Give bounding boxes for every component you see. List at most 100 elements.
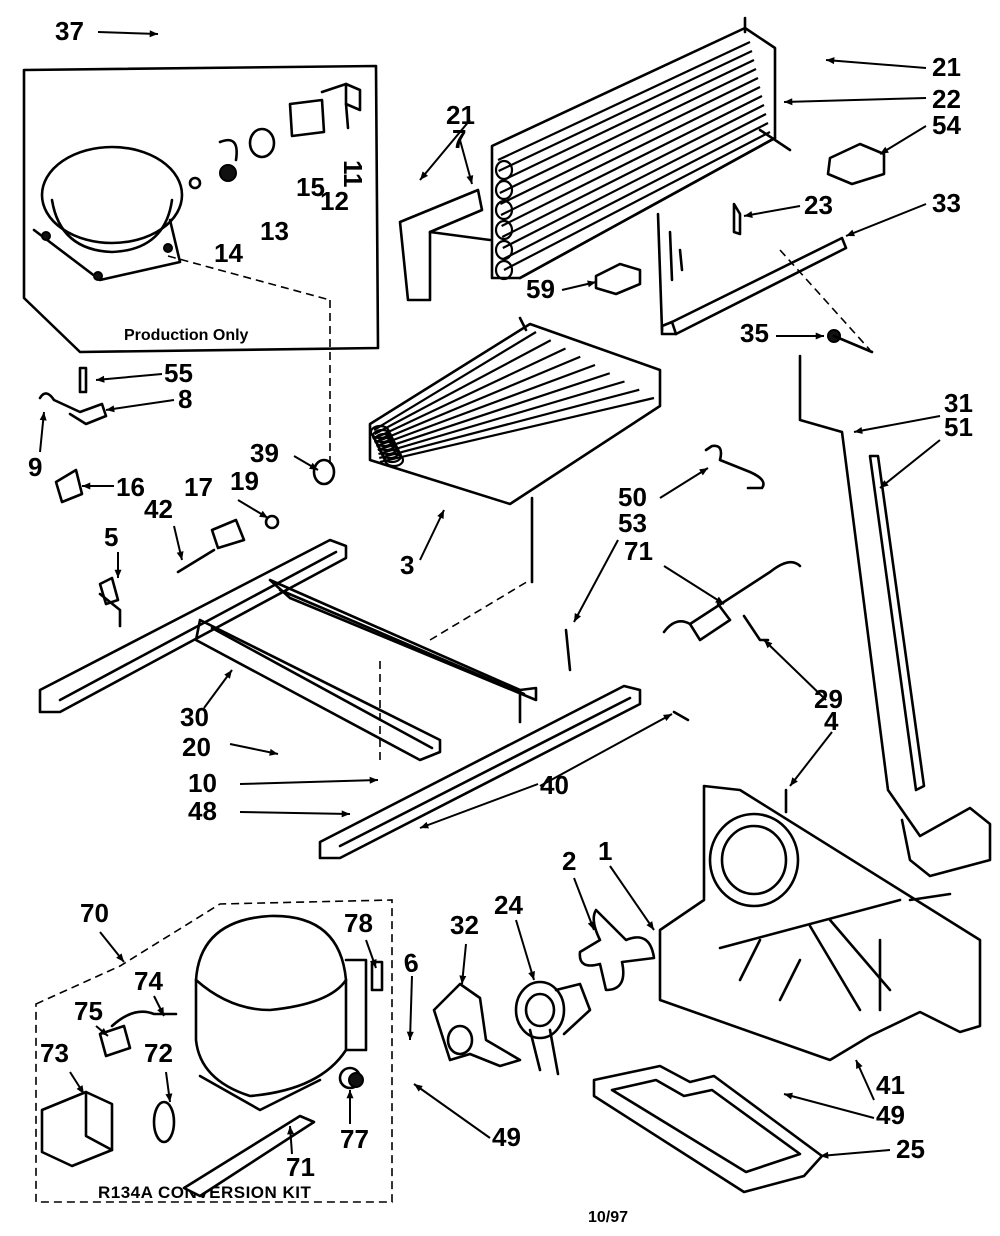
- production-only-caption: Production Only: [124, 327, 249, 344]
- callout-15: 15: [296, 172, 325, 202]
- leader-arrowhead: [815, 332, 824, 340]
- condenser-bracket: [398, 188, 492, 302]
- leader-line: [95, 373, 163, 381]
- callout-2: 2: [562, 846, 576, 876]
- leader-line: [515, 919, 535, 981]
- leader-arrowhead: [99, 1028, 108, 1036]
- evaporator-tube: [375, 355, 581, 444]
- leader-line: [783, 97, 927, 103]
- evaporator-tube: [379, 396, 655, 464]
- leader-arrowhead: [646, 921, 654, 930]
- condenser-tube: [497, 41, 751, 161]
- callout-14: 14: [214, 238, 243, 268]
- callout-78: 78: [344, 908, 373, 938]
- callout-73: 73: [40, 1038, 69, 1068]
- callout-75: 75: [74, 996, 103, 1026]
- front-rail-48: [318, 684, 642, 860]
- leader-arrowhead: [437, 510, 444, 519]
- callout-4: 4: [824, 706, 839, 736]
- leader-arrowhead: [715, 596, 724, 604]
- callout-7: 7: [452, 124, 466, 154]
- leader-arrowhead: [82, 482, 91, 490]
- frame-rails: [38, 538, 538, 762]
- leader-arrowhead: [39, 412, 47, 421]
- callout-13: 13: [260, 216, 289, 246]
- callout-3: 3: [400, 550, 414, 580]
- leader-arrowhead: [176, 551, 184, 560]
- callout-71-upper: 71: [624, 536, 653, 566]
- leader-arrowhead: [528, 971, 535, 980]
- leader-arrowhead: [406, 1031, 414, 1040]
- condenser-tube: [498, 50, 753, 172]
- condenser-return-bend: [494, 219, 514, 241]
- leader-arrowhead: [165, 1093, 173, 1102]
- leader-arrowhead: [574, 613, 582, 622]
- leader-arrowhead: [96, 375, 105, 383]
- assembly-line: [167, 255, 331, 301]
- callout-10: 10: [188, 768, 217, 798]
- leader-arrowhead: [790, 777, 798, 786]
- leader-line: [763, 639, 827, 701]
- grommet-54: [826, 142, 886, 186]
- callout-20: 20: [182, 732, 211, 762]
- condenser-tube: [499, 68, 757, 194]
- leader-arrowhead: [854, 427, 863, 434]
- callout-11: 11: [338, 160, 368, 188]
- callout-16: 16: [116, 472, 145, 502]
- leader-line: [825, 59, 927, 69]
- evaporator-tube: [378, 388, 640, 460]
- evaporator-tube: [375, 347, 566, 439]
- fan-motor-24: [514, 980, 592, 1076]
- leader-line: [239, 779, 379, 785]
- callout-6: 6: [402, 947, 421, 979]
- callout-21-top: 21: [932, 52, 961, 82]
- leader-line: [853, 415, 941, 433]
- leader-arrowhead: [466, 175, 474, 184]
- leader-arrowhead: [149, 30, 158, 38]
- leader-arrowhead: [346, 1090, 354, 1099]
- leader-arrowhead: [106, 405, 115, 413]
- leader-line: [413, 1083, 491, 1139]
- evaporator-tube: [378, 380, 625, 456]
- evaporator-tube: [377, 372, 611, 452]
- leader-line: [97, 31, 159, 35]
- fan-blade: [578, 908, 656, 992]
- leader-arrowhead: [459, 975, 467, 984]
- leader-line: [409, 975, 413, 1041]
- callout-22: 22: [932, 84, 961, 114]
- left-small-parts: [38, 366, 336, 606]
- callout-25: 25: [896, 1134, 925, 1164]
- callout-23: 23: [804, 190, 833, 220]
- callout-30: 30: [180, 702, 209, 732]
- callout-35: 35: [740, 318, 769, 348]
- leader-line: [845, 203, 927, 237]
- machine-base: [658, 784, 982, 1062]
- condenser-return-bend: [494, 179, 514, 201]
- condenser-coil: [490, 16, 792, 281]
- callout-42: 42: [144, 494, 173, 524]
- callout-1: 1: [598, 836, 612, 866]
- compressor-kit: [194, 914, 368, 1112]
- callout-49-left: 49: [492, 1122, 521, 1152]
- leader-arrowhead: [820, 1151, 829, 1159]
- relay-parts-production: [188, 82, 362, 190]
- condenser-return-bend: [494, 259, 514, 281]
- leader-line: [789, 731, 833, 787]
- leader-line: [419, 509, 445, 561]
- assembly-line: [429, 579, 531, 641]
- callout-17: 17: [184, 472, 213, 502]
- clip-23: [732, 202, 742, 236]
- leader-line: [743, 205, 801, 217]
- callout-31: 31: [944, 388, 973, 418]
- leader-arrowhead: [880, 146, 889, 154]
- leader-arrowhead: [880, 480, 889, 488]
- callout-54: 54: [932, 110, 961, 140]
- callout-24: 24: [494, 890, 523, 920]
- callout-12: 12: [320, 186, 349, 216]
- leader-arrowhead: [157, 1007, 164, 1016]
- leader-arrowhead: [764, 640, 773, 649]
- leader-line: [659, 467, 709, 499]
- leader-arrowhead: [420, 821, 429, 829]
- leader-arrowhead: [587, 280, 596, 288]
- callout-74: 74: [134, 966, 163, 996]
